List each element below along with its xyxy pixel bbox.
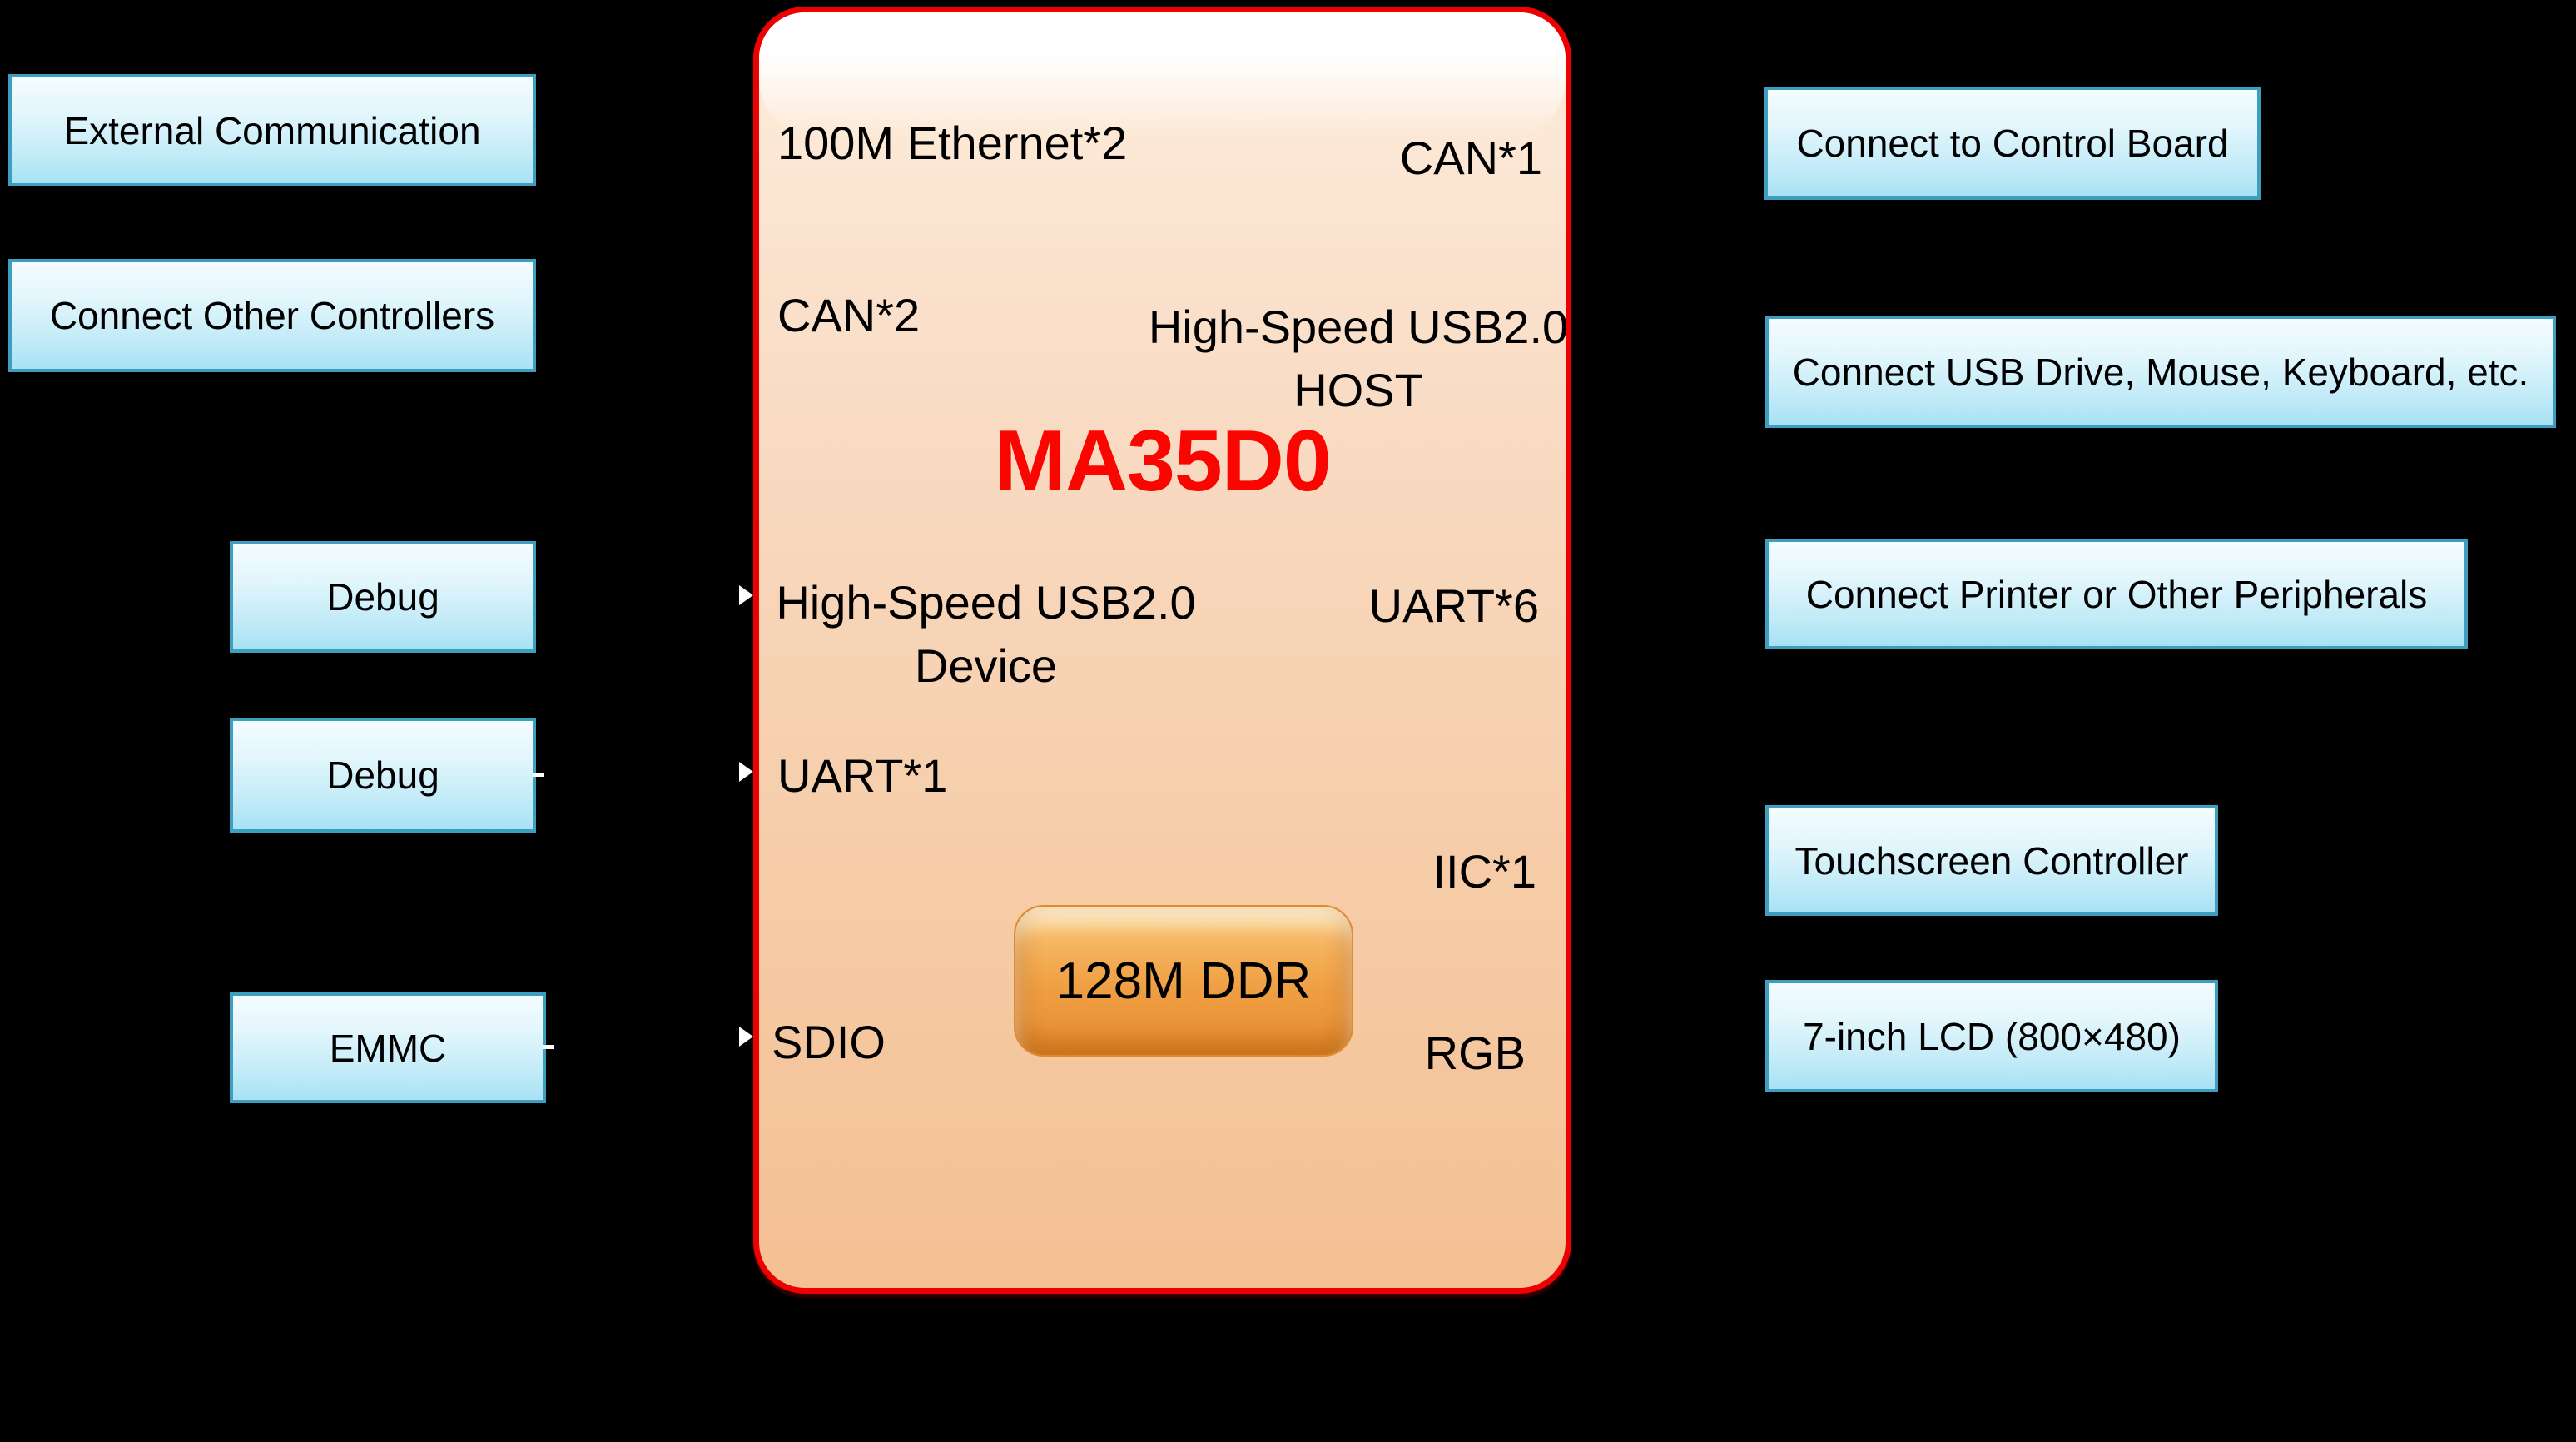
- chip-label-usb-device-line1: High-Speed USB2.0: [776, 576, 1196, 629]
- box-label: Connect USB Drive, Mouse, Keyboard, etc.: [1792, 350, 2529, 394]
- chip-label-usb-device: High-Speed USB2.0 Device: [767, 571, 1204, 698]
- box-touchscreen-controller: Touchscreen Controller: [1765, 805, 2218, 916]
- chip-label-sdio: SDIO: [772, 1016, 886, 1068]
- chip-label-usb-device-line2: Device: [914, 639, 1058, 692]
- ddr-label: 128M DDR: [1055, 952, 1312, 1010]
- box-label: Connect Other Controllers: [49, 294, 495, 337]
- chip-label-usb-host-line2: HOST: [1293, 364, 1423, 416]
- box-label: Debug: [326, 753, 439, 797]
- box-label: Touchscreen Controller: [1794, 838, 2189, 883]
- box-emmc: EMMC: [230, 992, 546, 1103]
- box-external-communication: External Communication: [8, 74, 536, 186]
- box-connect-other-controllers: Connect Other Controllers: [8, 259, 536, 372]
- connector-stub: [543, 1045, 554, 1049]
- arrow-right-icon: [739, 762, 753, 782]
- chip-label-usb-host-line1: High-Speed USB2.0: [1148, 301, 1569, 353]
- ddr-memory-box: 128M DDR: [1014, 905, 1353, 1057]
- box-connect-printer: Connect Printer or Other Peripherals: [1765, 539, 2468, 649]
- arrow-right-icon: [739, 585, 753, 605]
- arrow-right-icon: [739, 1027, 753, 1047]
- chip-label-can1: CAN*1: [1399, 132, 1542, 184]
- ma35d0-chip: 100M Ethernet*2 CAN*1 CAN*2 High-Speed U…: [753, 7, 1571, 1294]
- connector-stub: [533, 773, 544, 777]
- box-label: Connect to Control Board: [1796, 122, 2229, 165]
- box-connect-usb-drive: Connect USB Drive, Mouse, Keyboard, etc.: [1765, 316, 2556, 428]
- box-label: 7-inch LCD (800×480): [1803, 1014, 2181, 1058]
- chip-name: MA35D0: [994, 413, 1331, 510]
- chip-label-iic1: IIC*1: [1432, 845, 1537, 898]
- chip-label-can2: CAN*2: [777, 289, 921, 341]
- box-debug-2: Debug: [230, 718, 536, 833]
- box-label: EMMC: [329, 1026, 447, 1070]
- chip-label-rgb: RGB: [1424, 1027, 1526, 1079]
- box-label: Debug: [326, 575, 439, 619]
- box-7inch-lcd: 7-inch LCD (800×480): [1765, 980, 2218, 1092]
- chip-label-usb-host: High-Speed USB2.0 HOST: [1138, 296, 1579, 422]
- box-debug-1: Debug: [230, 541, 536, 653]
- box-label: Connect Printer or Other Peripherals: [1805, 572, 2428, 616]
- chip-label-uart6: UART*6: [1368, 579, 1539, 632]
- chip-label-uart1: UART*1: [777, 749, 948, 802]
- chip-label-ethernet: 100M Ethernet*2: [777, 117, 1128, 169]
- box-connect-to-control-board: Connect to Control Board: [1764, 87, 2261, 200]
- box-label: External Communication: [63, 108, 481, 152]
